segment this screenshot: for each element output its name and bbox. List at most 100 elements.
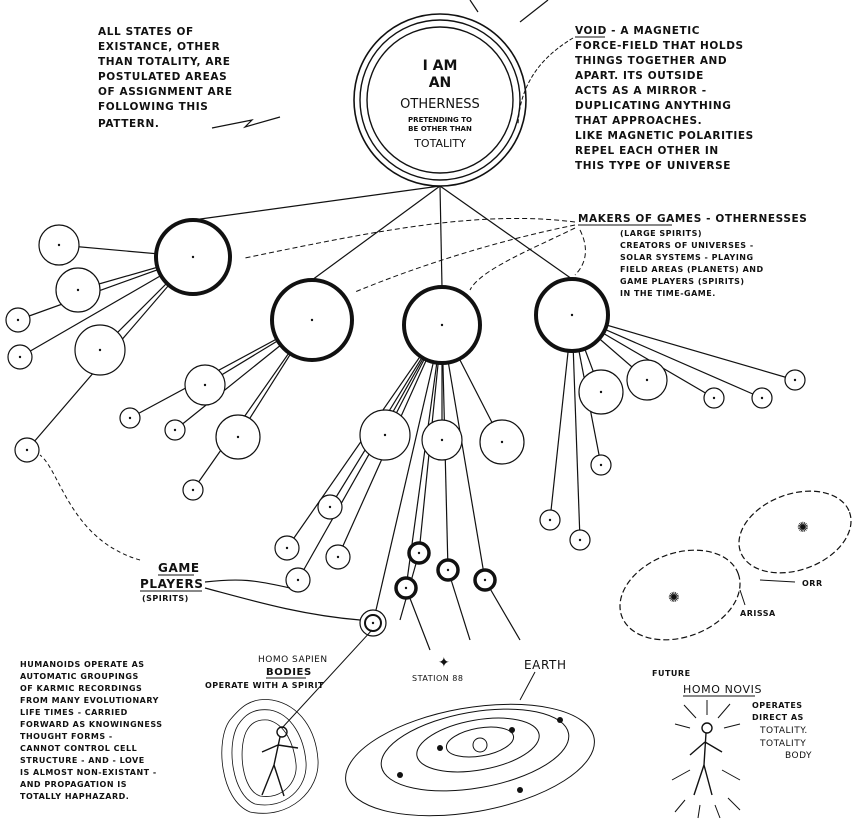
note-states-line: FOLLOWING THIS: [98, 101, 208, 113]
tree-branch: [439, 185, 443, 288]
label-arissa: ARISSA: [740, 609, 776, 618]
node-center-dot: [578, 538, 582, 542]
node-center-dot: [599, 390, 603, 394]
note-states-line: POSTULATED AREAS: [98, 71, 227, 83]
note-makers-line: MAKERS OF GAMES - OTHERNESSES: [578, 213, 807, 225]
homo-sapien-section: HOMO SAPIEN BODIES OPERATE WITH A SPIRIT: [205, 629, 373, 814]
label-players: PLAYERS: [140, 577, 204, 591]
note-void-line: THIS TYPE OF UNIVERSE: [575, 160, 731, 172]
arrow-sketch: [211, 116, 281, 129]
star-orr: ✺: [797, 520, 809, 536]
tree-branch: [192, 185, 441, 221]
node-center-dot: [446, 568, 450, 572]
node-center-dot: [483, 578, 487, 582]
note-humanoids-line: CANNOT CONTROL CELL: [20, 744, 137, 753]
note-makers-line: CREATORS OF UNIVERSES -: [620, 241, 754, 250]
node-center-dot: [191, 255, 195, 259]
note-states-of-existance: ALL STATES OF EXISTANCE, OTHER THAN TOTA…: [98, 26, 281, 130]
node-center-dot: [18, 355, 22, 359]
tree-branch: [372, 324, 443, 624]
center-line-4: PRETENDING TO: [408, 116, 472, 124]
node-center-dot: [191, 488, 195, 492]
node-center-dot: [760, 396, 764, 400]
node-center-dot: [98, 348, 102, 352]
note-makers-line: IN THE TIME-GAME.: [620, 289, 716, 298]
note-humanoids-line: FROM MANY EVOLUTIONARY: [20, 696, 159, 705]
note-humanoids: HUMANOIDS OPERATE AS AUTOMATIC GROUPINGS…: [20, 660, 163, 801]
note-void-line: DUPLICATING ANYTHING: [575, 100, 731, 112]
node-center-dot: [336, 555, 340, 559]
center-line-1: I AM: [423, 58, 458, 74]
note-humanoids-line: THOUGHT FORMS -: [20, 732, 113, 741]
novis-note-line: DIRECT AS: [752, 713, 804, 722]
center-line-3: OTHERNESS: [400, 97, 480, 112]
binary-orbit-sketch: ✺ ✺ ORR ARISSA: [619, 490, 852, 641]
node-center-dot: [599, 463, 603, 467]
homo-novis-section: FUTURE HOMO NOVIS OPERATES DIRECT AS TOT…: [652, 669, 812, 819]
novis-note-line: BODY: [785, 751, 812, 761]
note-states-line: OF ASSIGNMENT ARE: [98, 86, 233, 98]
node-center-dot: [548, 518, 552, 522]
note-states-line: PATTERN.: [98, 118, 159, 130]
note-states-line: THAN TOTALITY, ARE: [98, 56, 231, 68]
note-void-line: FORCE-FIELD THAT HOLDS: [575, 40, 744, 52]
note-makers-line: (LARGE SPIRITS): [620, 229, 702, 238]
central-otherness-node: I AM AN OTHERNESS PRETENDING TO BE OTHER…: [353, 13, 527, 187]
node-center-dot: [440, 438, 444, 442]
note-humanoids-line: OF KARMIC RECORDINGS: [20, 684, 142, 693]
node-center-dot: [128, 416, 132, 420]
note-makers-line: FIELD AREAS (PLANETS) AND: [620, 265, 764, 274]
note-void-line: ACTS AS A MIRROR -: [575, 85, 707, 97]
note-void-line: LIKE MAGNETIC POLARITIES: [575, 130, 754, 142]
note-humanoids-line: AND PROPAGATION IS: [20, 780, 127, 789]
note-humanoids-line: TOTALLY HAPHAZARD.: [20, 792, 129, 801]
node-center-dot: [440, 323, 444, 327]
label-operate-spirit: OPERATE WITH A SPIRIT: [205, 681, 324, 690]
star-arissa: ✺: [668, 590, 680, 606]
node-center-dot: [500, 440, 504, 444]
note-void-line: THAT APPROACHES.: [575, 115, 702, 127]
homo-sapien-figure: [261, 726, 299, 797]
node-center-dot: [296, 578, 300, 582]
center-line-2: AN: [429, 75, 452, 91]
node-center-dot: [417, 551, 421, 555]
station-marker: ✦: [438, 655, 450, 671]
node-center-dot: [328, 505, 332, 509]
tree-branch: [439, 185, 573, 280]
spirit-nodes: [5, 218, 806, 637]
node-center-dot: [25, 448, 29, 452]
note-humanoids-line: HUMANOIDS OPERATE AS: [20, 660, 145, 669]
node-center-dot: [570, 313, 574, 317]
note-humanoids-line: LIFE TIMES - CARRIED: [20, 708, 128, 717]
novis-note-line: OPERATES: [752, 701, 803, 710]
note-humanoids-line: STRUCTURE - AND - LOVE: [20, 756, 145, 765]
label-homo-sapien: HOMO SAPIEN: [258, 655, 328, 665]
node-center-dot: [16, 318, 20, 322]
note-states-line: ALL STATES OF: [98, 26, 194, 38]
label-earth: EARTH: [524, 658, 567, 672]
node-center-dot: [173, 428, 177, 432]
note-makers-line: SOLAR SYSTEMS - PLAYING: [620, 253, 754, 262]
tree-branch: [311, 185, 441, 281]
node-center-dot: [712, 396, 716, 400]
label-future: FUTURE: [652, 669, 691, 678]
node-center-dot: [203, 383, 207, 387]
note-makers-of-games: MAKERS OF GAMES - OTHERNESSES (LARGE SPI…: [244, 213, 807, 298]
note-humanoids-line: FORWARD AS KNOWINGNESS: [20, 720, 163, 729]
note-void-line: REPEL EACH OTHER IN: [575, 145, 719, 157]
node-center-dot: [57, 243, 61, 247]
note-humanoids-line: AUTOMATIC GROUPINGS: [20, 672, 139, 681]
node-center-dot: [404, 586, 408, 590]
novis-note-line: TOTALITY.: [759, 726, 808, 736]
label-spirits: (SPIRITS): [142, 594, 189, 603]
homo-novis-figure: [689, 722, 723, 796]
note-void-line: VOID - A MAGNETIC: [575, 25, 700, 37]
novis-note-line: TOTALITY: [759, 739, 806, 749]
tree-branch: [447, 569, 471, 641]
note-void-line: THINGS TOGETHER AND: [575, 55, 727, 67]
solar-system-section: ✦ STATION 88 EARTH: [345, 655, 595, 817]
tree-branch: [441, 324, 486, 581]
node-center-dot: [236, 435, 240, 439]
node-center-dot: [793, 378, 797, 382]
